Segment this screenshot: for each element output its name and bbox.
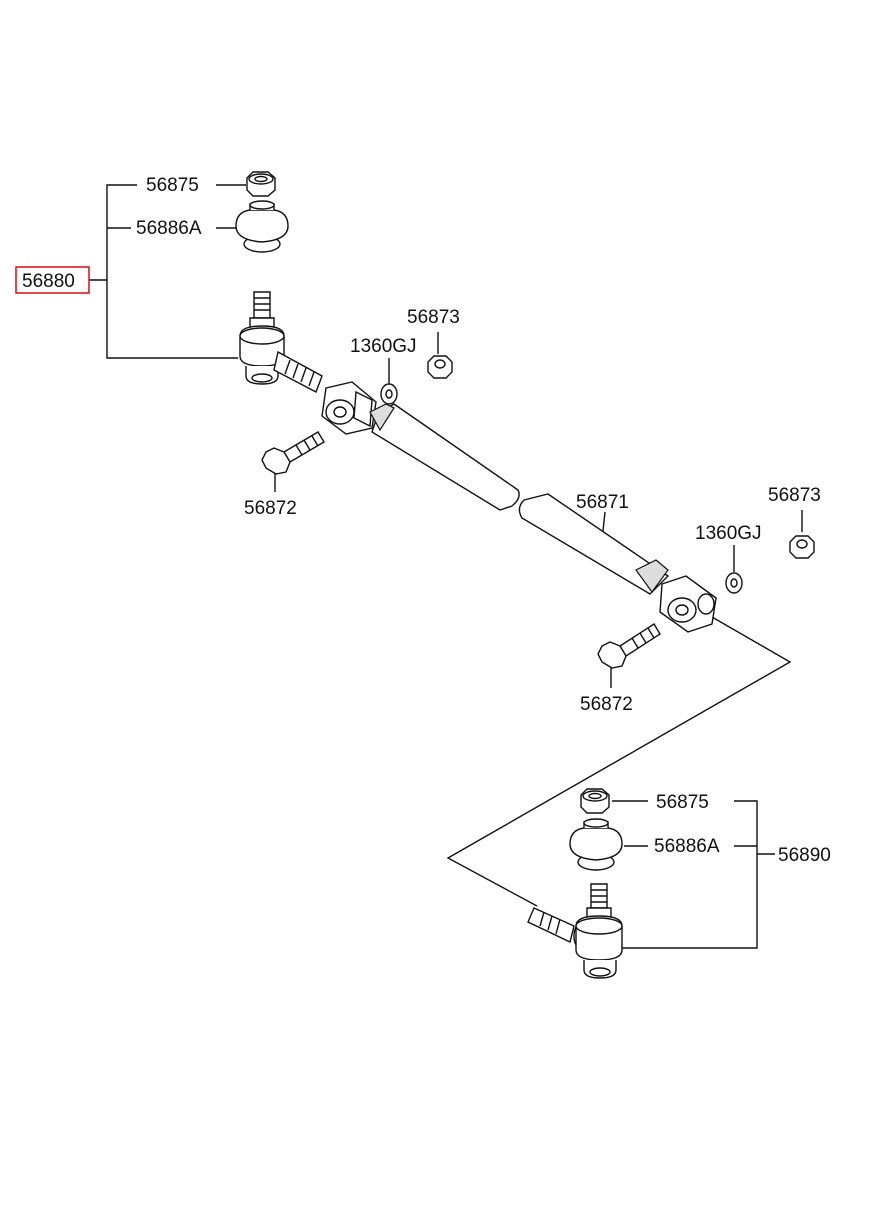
label-left-washer[interactable]: 1360GJ [350, 336, 417, 357]
right-washer-icon [725, 572, 743, 594]
label-left-tie-rod-end[interactable]: 56880 [22, 271, 75, 292]
right-tie-rod-end-icon [527, 883, 623, 979]
leader-lines [89, 184, 803, 949]
highlight-box [15, 266, 90, 294]
label-left-bolt[interactable]: 56872 [244, 498, 297, 519]
bottom-boot-icon [569, 818, 623, 871]
label-bottom-nut[interactable]: 56875 [656, 792, 709, 813]
label-right-bolt[interactable]: 56872 [580, 694, 633, 715]
right-nut-icon [789, 535, 815, 559]
right-bolt-icon [597, 623, 661, 669]
label-top-nut[interactable]: 56875 [146, 175, 199, 196]
top-nut-icon [246, 171, 276, 197]
top-boot-icon [235, 200, 289, 253]
left-nut-icon [427, 355, 453, 379]
left-clamp-icon [321, 381, 377, 435]
tube-icon [369, 403, 670, 595]
label-top-boot[interactable]: 56886A [136, 218, 202, 239]
right-clamp-icon [659, 575, 717, 633]
label-left-nut[interactable]: 56873 [407, 307, 460, 328]
label-right-washer[interactable]: 1360GJ [695, 523, 762, 544]
left-washer-icon [380, 383, 398, 405]
label-tube[interactable]: 56871 [576, 492, 629, 513]
left-tie-rod-end-icon [239, 291, 323, 393]
left-bolt-icon [261, 431, 325, 475]
label-right-tie-rod-end[interactable]: 56890 [778, 845, 831, 866]
bottom-nut-icon [580, 788, 610, 814]
label-right-nut[interactable]: 56873 [768, 485, 821, 506]
label-bottom-boot[interactable]: 56886A [654, 836, 720, 857]
